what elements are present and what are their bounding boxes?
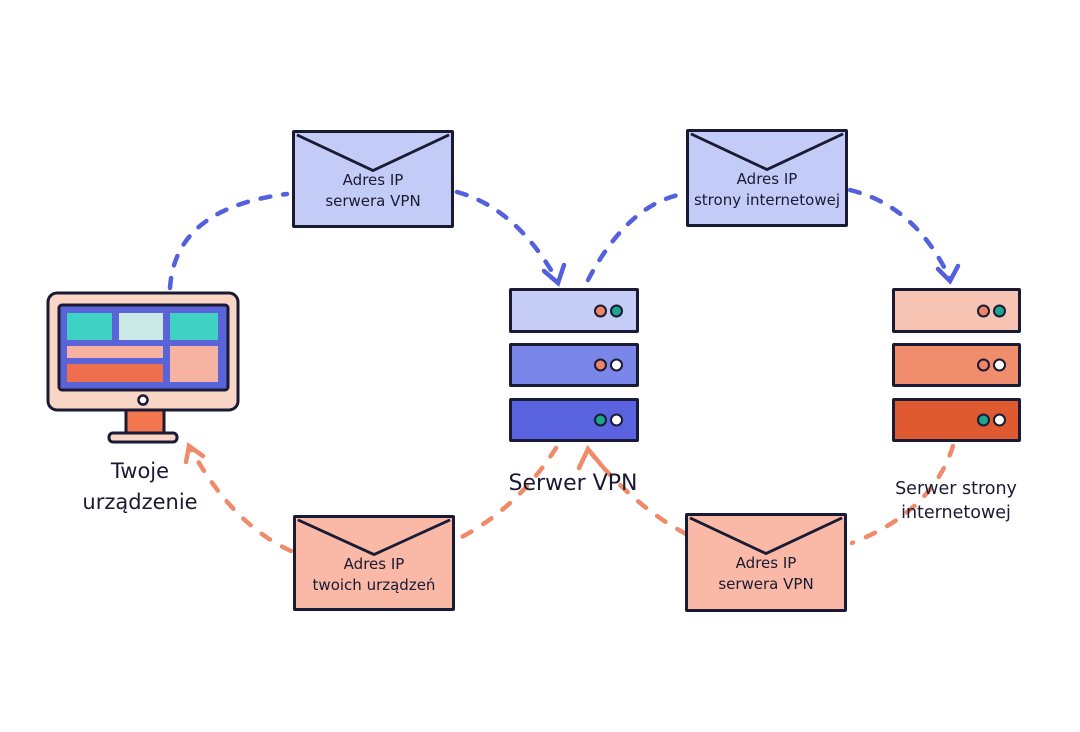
arrow-envelope-to-vpn-server (454, 189, 560, 283)
vpn-server-bar-top (509, 288, 639, 333)
web-server-bar-middle (892, 343, 1021, 387)
vpn-server-label: Serwer VPN (508, 471, 638, 496)
arrowhead-into-web-top-icon (935, 263, 961, 285)
arrow-vpn-to-web-envelope (585, 191, 686, 283)
envelope-label: Adres IP strony internetowej (693, 169, 840, 209)
led-icon (977, 413, 990, 427)
envelope-flap-icon (689, 516, 843, 556)
envelope-device-address: Adres IP twoich urządzeń (293, 515, 455, 611)
led-icon (594, 358, 607, 372)
envelope-flap-icon (297, 518, 451, 557)
led-icon (610, 413, 623, 427)
arrowhead-into-vpn-bottom-icon (576, 444, 605, 471)
vpn-server-bar-bottom (509, 398, 639, 442)
envelope-flap-icon (296, 133, 450, 173)
led-icon (610, 358, 623, 372)
web-server-bar-top (892, 288, 1021, 333)
envelope-label: Adres IP serwera VPN (718, 554, 814, 594)
led-icon (610, 304, 623, 317)
led-icon (993, 304, 1006, 317)
envelope-label: Adres IP twoich urządzeń (312, 555, 436, 594)
web-server-label: Serwer strony internetowej (895, 479, 1017, 523)
web-server-bar-bottom (892, 398, 1021, 442)
led-icon (993, 413, 1006, 427)
device-monitor-icon (46, 291, 240, 444)
device-label: Twoje urządzenie (82, 459, 198, 514)
led-icon (977, 304, 990, 317)
led-icon (594, 413, 607, 427)
led-icon (993, 358, 1006, 372)
envelope-vpn-address-outbound: Adres IP serwera VPN (292, 130, 454, 228)
arrow-envelope-to-web-server (847, 187, 953, 282)
led-icon (977, 358, 990, 372)
envelope-vpn-address-return: Adres IP serwera VPN (685, 513, 847, 612)
vpn-server-bar-middle (509, 343, 639, 387)
envelope-label: Adres IP serwera VPN (325, 170, 421, 210)
envelope-website-address: Adres IP strony internetowej (686, 129, 848, 227)
arrow-device-to-vpn-envelope (167, 191, 290, 291)
arrowhead-into-vpn-top-icon (541, 262, 567, 287)
led-icon (594, 304, 607, 317)
envelope-flap-icon (690, 132, 844, 172)
